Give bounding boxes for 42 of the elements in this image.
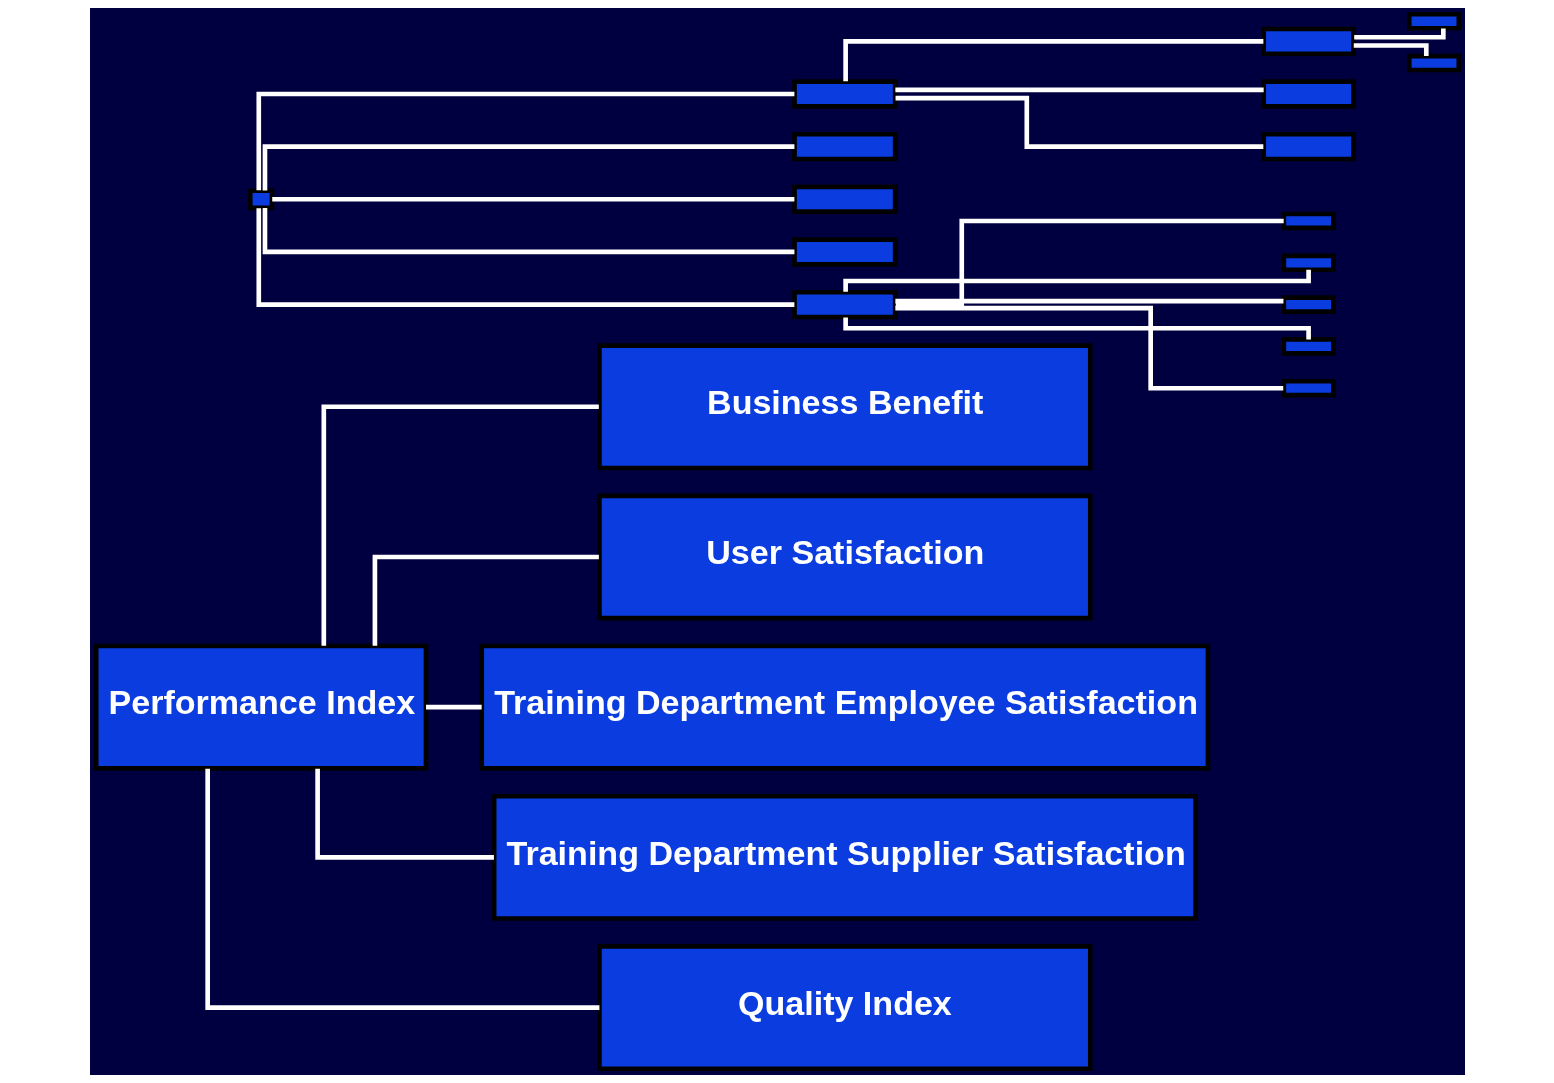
node-box: Quality Index bbox=[596, 944, 1093, 1072]
node-box bbox=[1406, 11, 1461, 31]
connector bbox=[894, 305, 1283, 391]
connector bbox=[894, 298, 1283, 304]
node-box bbox=[1281, 378, 1336, 398]
connector bbox=[255, 208, 794, 307]
node-box bbox=[1281, 337, 1336, 356]
node-box bbox=[1406, 53, 1461, 73]
connector bbox=[262, 144, 794, 191]
connector bbox=[314, 768, 494, 860]
connector bbox=[204, 768, 599, 1010]
node-box: Business Benefit bbox=[596, 343, 1093, 471]
connector bbox=[1353, 28, 1446, 40]
node-box bbox=[1281, 253, 1336, 273]
connector bbox=[842, 317, 1311, 340]
node-box bbox=[791, 184, 897, 214]
connector bbox=[255, 91, 794, 191]
connector bbox=[895, 95, 1263, 149]
connector bbox=[262, 208, 794, 255]
connector bbox=[425, 704, 482, 710]
node-box: Performance Index bbox=[93, 643, 428, 771]
connector bbox=[271, 196, 794, 202]
connector bbox=[372, 554, 599, 646]
node-box: Training Department Supplier Satisfaction bbox=[491, 793, 1198, 921]
node-box bbox=[1281, 211, 1336, 231]
node-box bbox=[1281, 295, 1336, 314]
node-box: Training Department Employee Satisfaction bbox=[478, 643, 1210, 771]
connector bbox=[894, 87, 1264, 93]
node-box bbox=[791, 131, 897, 162]
node-box bbox=[247, 188, 274, 211]
connector bbox=[1353, 43, 1429, 56]
connector bbox=[321, 404, 599, 646]
connector bbox=[842, 39, 1263, 82]
node-box: User Satisfaction bbox=[596, 493, 1093, 621]
connector bbox=[895, 218, 1284, 307]
connector bbox=[842, 269, 1311, 292]
node-box bbox=[791, 79, 897, 109]
node-box bbox=[791, 289, 897, 320]
node-box bbox=[791, 237, 897, 267]
node-box bbox=[1260, 79, 1356, 109]
node-box bbox=[1260, 26, 1356, 57]
node-box bbox=[1260, 131, 1356, 162]
